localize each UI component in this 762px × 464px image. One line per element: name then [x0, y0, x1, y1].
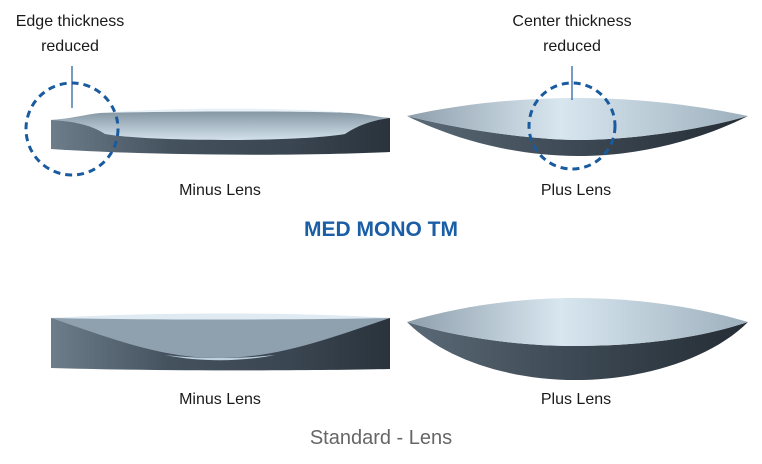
center-note-line2: reduced — [543, 38, 601, 55]
edge-thickness-note: Edge thickness reduced — [0, 9, 140, 59]
plus-lens-reduced-caption: Plus Lens — [540, 182, 612, 199]
plus-lens-reduced-top — [407, 98, 748, 140]
center-note-line1: Center thickness — [512, 13, 632, 30]
edge-callout — [24, 66, 120, 177]
minus-lens-standard-bottom-glow — [165, 355, 275, 361]
plus-lens-standard-body — [407, 322, 748, 380]
plus-lens-standard-top — [407, 298, 748, 346]
med-mono-title: MED MONO TM — [304, 218, 458, 241]
minus-lens-standard — [51, 313, 390, 371]
edge-callout-circle — [24, 81, 120, 177]
plus-lens-reduced — [407, 98, 748, 156]
plus-lens-reduced-body — [407, 116, 748, 156]
edge-note-line1: Edge thickness — [15, 13, 125, 30]
center-callout-circle — [527, 81, 617, 171]
minus-lens-standard-caption: Minus Lens — [179, 391, 261, 408]
minus-lens-standard-rim — [51, 313, 390, 320]
standard-lens-title: Standard - Lens — [309, 427, 453, 449]
minus-lens-standard-top — [51, 315, 390, 358]
edge-note-line2: reduced — [41, 38, 99, 55]
minus-lens-reduced-caption: Minus Lens — [179, 182, 261, 199]
minus-lens-reduced — [51, 108, 390, 155]
center-callout — [527, 66, 617, 171]
plus-lens-standard — [407, 298, 748, 380]
minus-lens-reduced-top — [51, 109, 390, 140]
center-thickness-note: Center thickness reduced — [492, 9, 652, 59]
plus-lens-standard-caption: Plus Lens — [540, 391, 612, 408]
minus-lens-reduced-highlight — [100, 108, 350, 113]
